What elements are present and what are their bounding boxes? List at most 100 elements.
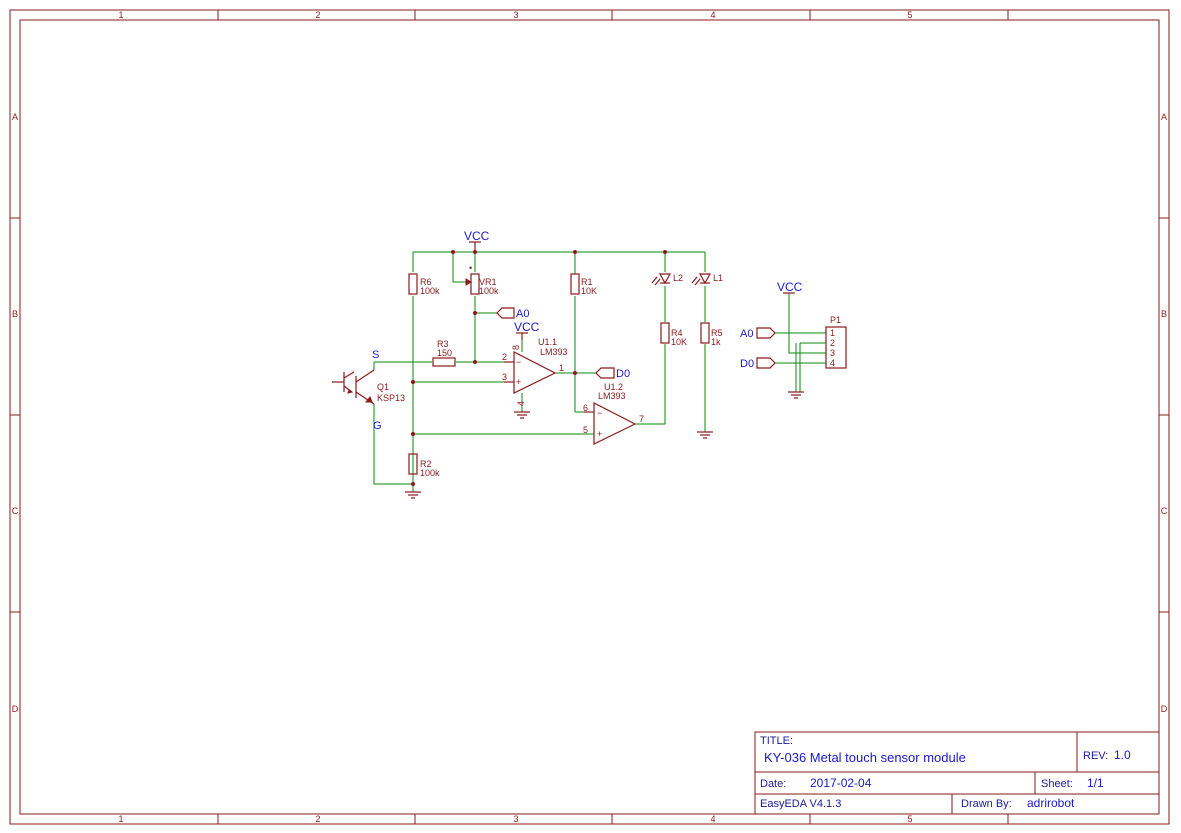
sensor-g-label: G (373, 420, 382, 432)
net-flag-a0-circuit: A0 (496, 307, 529, 320)
zone-row-b-right: B (1161, 309, 1167, 319)
transistor-q1: Q1 KSP13 (332, 369, 405, 405)
q1-ref: Q1 (377, 382, 389, 392)
vcc-label: VCC (464, 229, 490, 243)
d0-label: D0 (616, 368, 630, 380)
resistor-r4: R4 10K (660, 322, 687, 347)
svg-text:•: • (469, 263, 472, 273)
u11-pin2: 2 (502, 352, 507, 362)
vcc-symbol-top: VCC (464, 229, 490, 252)
led-l1: L1 (691, 273, 723, 286)
opamp-u1-2: − + 6 5 7 U1.2 LM393 (583, 382, 644, 445)
r4-ref: R4 (671, 328, 683, 338)
u11-pin4: 4 (516, 401, 526, 406)
ground-symbols (405, 391, 804, 499)
drawn-label: Drawn By: (961, 798, 1012, 810)
r3-ref: R3 (437, 339, 449, 349)
zone-col-1-bottom: 1 (118, 814, 123, 824)
u11-value: LM393 (540, 347, 568, 357)
r1-ref: R1 (581, 277, 593, 287)
date-label: Date: (760, 778, 786, 790)
r4-value: 10K (671, 337, 687, 347)
resistor-r3: R3 150 (432, 339, 456, 367)
zone-row-a: A (12, 112, 18, 122)
vcc-label-connector: VCC (777, 280, 803, 294)
resistor-r6: R6 100k (408, 273, 440, 296)
net-flag-d0-circuit: D0 (595, 367, 630, 380)
zone-row-d-right: D (1161, 704, 1168, 714)
p1-ref: P1 (830, 315, 841, 325)
zone-col-1: 1 (118, 10, 123, 20)
zone-col-4-bottom: 4 (710, 814, 715, 824)
zone-labels: 1 2 3 4 5 1 2 3 4 5 A B C D A B C D (12, 10, 1168, 824)
r6-value: 100k (420, 286, 440, 296)
vcc-symbol-u11: VCC (514, 320, 540, 340)
u11-minus: − (516, 357, 521, 367)
p1-pin2: 2 (830, 338, 835, 348)
vcc-label-u11: VCC (514, 320, 540, 334)
zone-col-4: 4 (710, 10, 715, 20)
l2-ref: L2 (673, 273, 683, 283)
zone-col-3-bottom: 3 (513, 814, 518, 824)
u11-pin3: 3 (502, 372, 507, 382)
opamp-u1-1: − + 2 3 1 8 4 U1.1 LM393 (502, 337, 568, 406)
u11-pin1: 1 (559, 363, 564, 373)
u12-pin7: 7 (639, 414, 644, 424)
rev-value: 1.0 (1114, 748, 1131, 762)
u12-minus: − (597, 408, 602, 418)
u11-plus: + (516, 377, 521, 387)
zone-col-5: 5 (907, 10, 912, 20)
net-flag-d0-connector: D0 (740, 357, 776, 370)
vcc-symbol-connector: VCC (777, 280, 803, 294)
zone-row-b: B (12, 309, 18, 319)
rev-label: REV: (1083, 750, 1108, 762)
sheet-frame (9, 9, 1170, 825)
sheet-value: 1/1 (1087, 776, 1104, 790)
r2-value: 100k (420, 468, 440, 478)
u12-value: LM393 (598, 391, 626, 401)
a0-label: A0 (516, 308, 529, 320)
zone-row-c: C (12, 506, 19, 516)
date-value: 2017-02-04 (810, 776, 872, 790)
connector-p1: P1 1 2 3 4 (825, 315, 847, 369)
r1-value: 10K (581, 286, 597, 296)
zone-row-d: D (12, 704, 19, 714)
u11-pin8: 8 (511, 345, 521, 350)
potentiometer-vr1: • VR1 100k (465, 263, 499, 296)
u11-ref: U1.1 (538, 337, 557, 347)
r5-ref: R5 (711, 328, 723, 338)
zone-col-3: 3 (513, 10, 518, 20)
q1-value: KSP13 (377, 393, 405, 403)
net-flag-a0-connector: A0 (740, 327, 776, 340)
u12-plus: + (597, 429, 602, 439)
drawn-value: adrirobot (1027, 796, 1075, 810)
p1-pin3: 3 (830, 348, 835, 358)
sensor-s-label: S (372, 349, 379, 361)
zone-col-5-bottom: 5 (907, 814, 912, 824)
software-label: EasyEDA V4.1.3 (760, 798, 841, 810)
u12-pin6: 6 (583, 403, 588, 413)
zone-row-c-right: C (1161, 506, 1168, 516)
d0-connector-label: D0 (740, 358, 754, 370)
zone-row-a-right: A (1161, 112, 1167, 122)
vr1-ref: VR1 (479, 277, 497, 287)
zone-col-2-bottom: 2 (315, 814, 320, 824)
title-value: KY-036 Metal touch sensor module (764, 750, 966, 765)
u12-pin5: 5 (583, 425, 588, 435)
title-label: TITLE: (760, 735, 793, 747)
resistor-r2: R2 100k (408, 453, 440, 478)
p1-pin1: 1 (830, 328, 835, 338)
resistor-r5: R5 1k (700, 322, 723, 347)
l1-ref: L1 (713, 273, 723, 283)
r2-ref: R2 (420, 459, 432, 469)
r5-value: 1k (711, 337, 721, 347)
vr1-value: 100k (479, 286, 499, 296)
u12-ref: U1.2 (604, 382, 623, 392)
resistor-r1: R1 10K (570, 273, 597, 296)
zone-col-2: 2 (315, 10, 320, 20)
wires (373, 251, 826, 492)
sheet-label: Sheet: (1041, 778, 1073, 790)
p1-pin4: 4 (830, 358, 835, 368)
led-l2: L2 (651, 273, 683, 286)
